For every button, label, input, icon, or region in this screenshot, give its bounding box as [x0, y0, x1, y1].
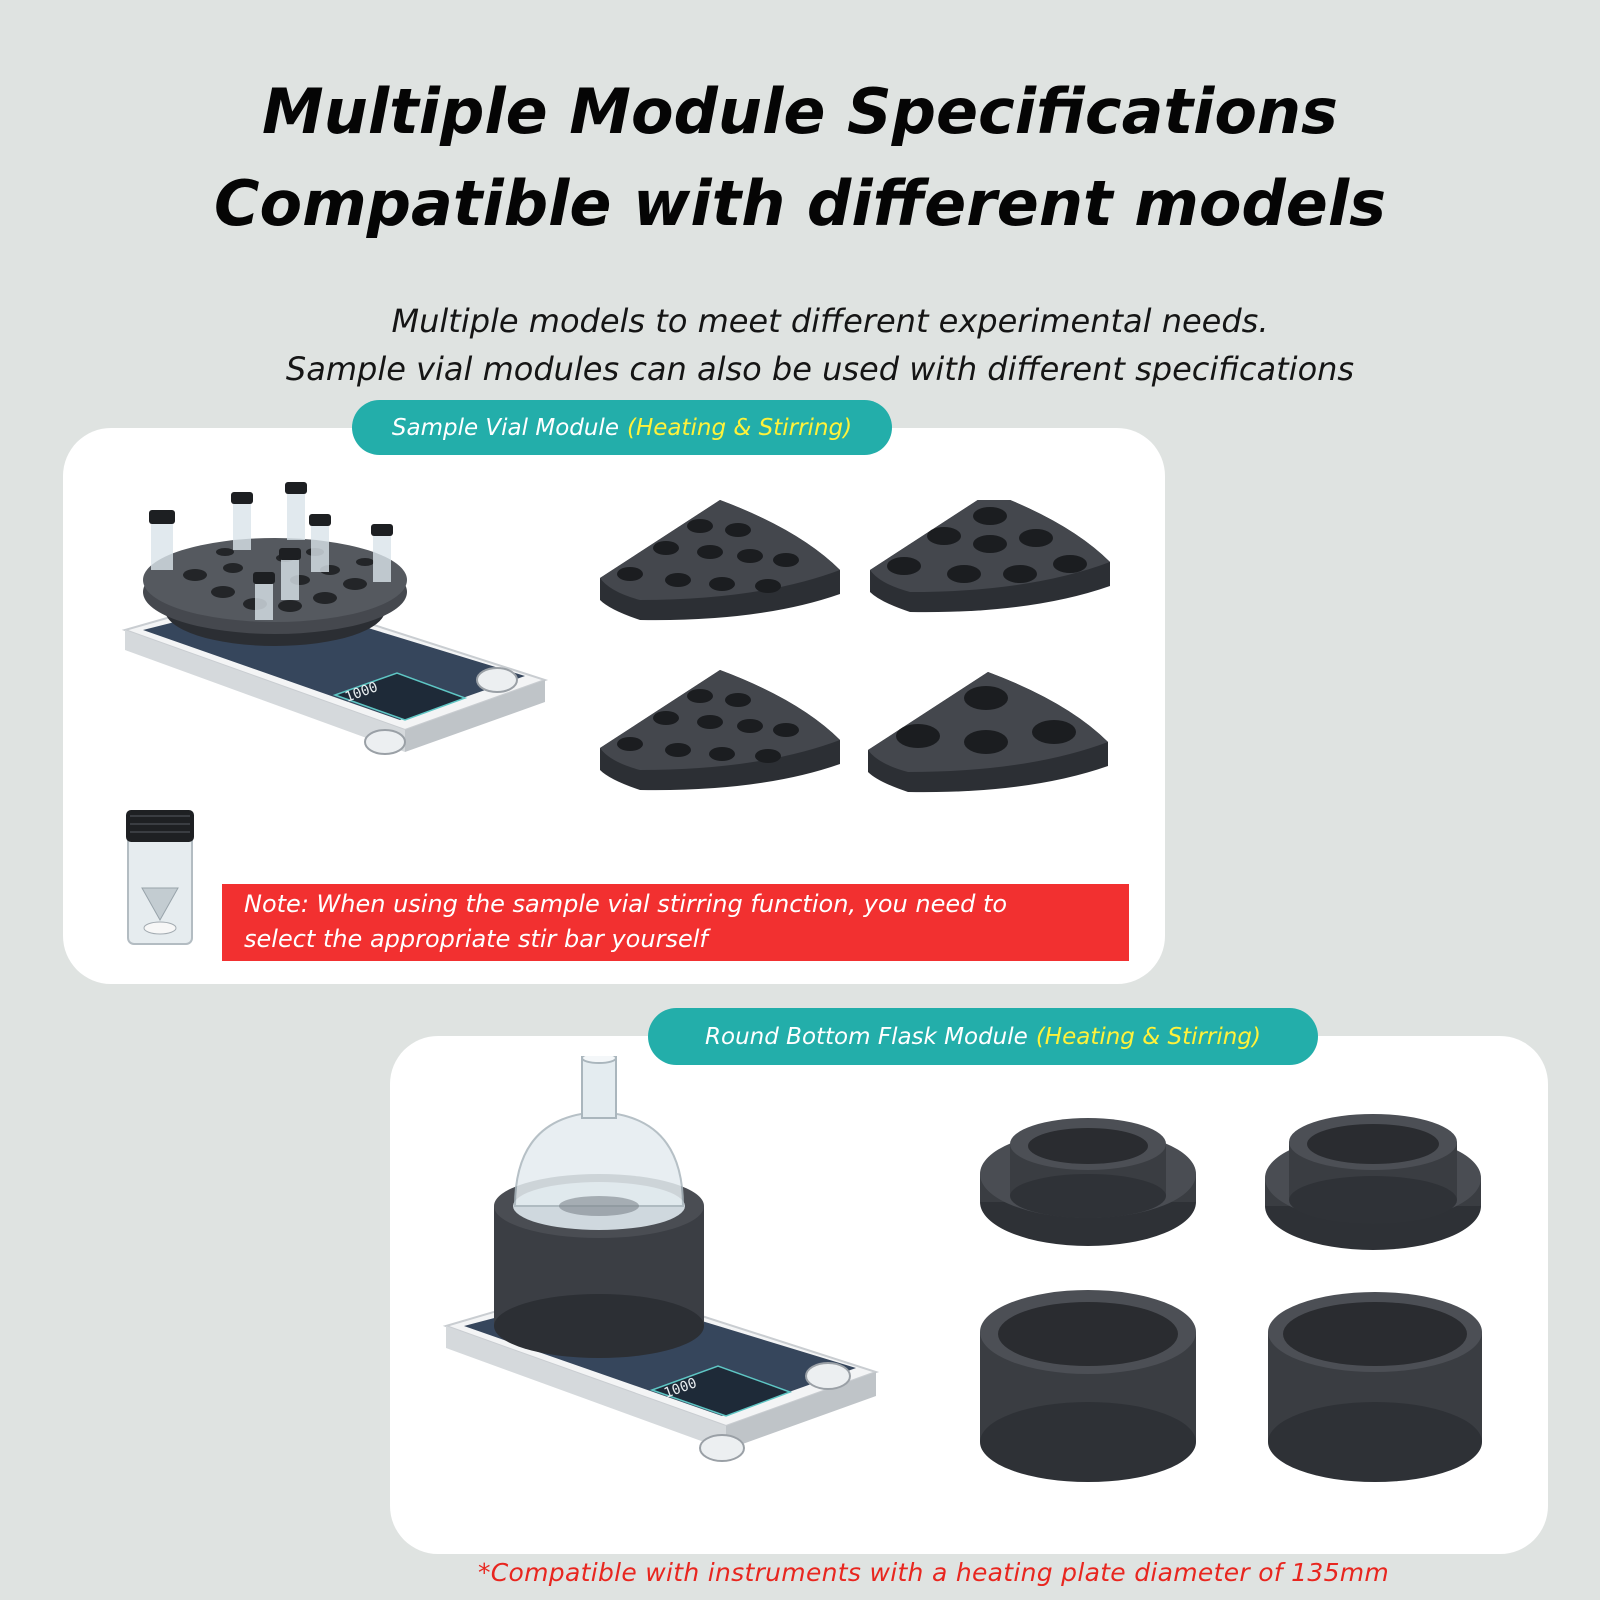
compatibility-footnote: *Compatible with instruments with a heat… [478, 1558, 1390, 1587]
stir-bar-note: Note: When using the sample vial stirrin… [222, 884, 1129, 961]
headline-line-2: Compatible with different models [213, 167, 1387, 240]
sample-vial-module-label: Sample Vial Module (Heating & Stirring) [352, 400, 892, 455]
flask-module-highlight: (Heating & Stirring) [1035, 1023, 1261, 1050]
wedge-10-hole [600, 500, 840, 621]
sample-vial-with-stir-bar-image [126, 810, 194, 945]
stir-bar-note-line-1: Note: When using the sample vial stirrin… [244, 890, 1008, 918]
subheadline-line-1: Multiple models to meet different experi… [391, 302, 1269, 340]
sample-vial-module-highlight: (Heating & Stirring) [626, 414, 853, 441]
flask-module-label: Round Bottom Flask Module (Heating & Sti… [648, 1008, 1318, 1065]
flask-adapter-rings-image [980, 1114, 1482, 1482]
wedge-10-hole-alt [600, 670, 840, 791]
sample-vial-module-title: Sample Vial Module [391, 414, 619, 441]
flask-adapter-small [980, 1118, 1196, 1246]
flask-module-title: Round Bottom Flask Module [705, 1023, 1028, 1050]
vial-block-wedges-image [600, 500, 1110, 793]
flask-adapter-large [980, 1290, 1196, 1482]
flask-adapter-xlarge [1268, 1292, 1482, 1482]
subheadline-line-2: Sample vial modules can also be used wit… [285, 350, 1355, 388]
vial-icons [149, 482, 393, 620]
stir-bar-note-line-2: select the appropriate stir bar yourself [244, 925, 708, 953]
flask-adapter-medium [1265, 1114, 1481, 1250]
wedge-4-hole [868, 672, 1108, 793]
hotplate-with-vial-block-image: 1000 [121, 482, 549, 755]
headline-line-1: Multiple Module Specifications [262, 75, 1338, 148]
hotplate-with-flask-image: 1000 [442, 1056, 880, 1462]
wedge-7-hole [870, 500, 1110, 613]
